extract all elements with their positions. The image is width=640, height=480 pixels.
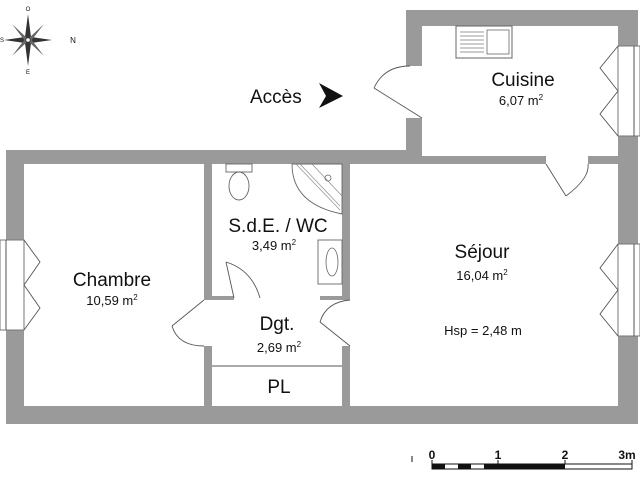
toilet-icon: [225, 163, 253, 173]
windows: [0, 45, 640, 337]
compass-label-north: N: [70, 36, 76, 45]
kitchen-area: 6,07 m2: [499, 93, 544, 108]
hallway-area: 2,69 m2: [257, 340, 302, 355]
ceiling-height: Hsp = 2,48 m: [444, 323, 522, 338]
room-living: Séjour 16,04 m2 Hsp = 2,48 m: [444, 242, 522, 338]
kitchen-name: Cuisine: [491, 70, 554, 91]
kitchen-sink-icon: [455, 25, 513, 59]
bedroom-name: Chambre: [73, 270, 151, 291]
compass-label-east: E: [26, 70, 30, 76]
bathroom-area: 3,49 m2: [252, 238, 297, 253]
scale-tick-3: 3m: [618, 448, 635, 462]
scale-tick-0: 0: [429, 448, 436, 462]
living-area: 16,04 m2: [456, 268, 508, 283]
room-kitchen: Cuisine 6,07 m2: [491, 70, 554, 108]
living-name: Séjour: [455, 242, 511, 263]
access-label: Accès: [250, 87, 302, 108]
fixtures: [225, 25, 513, 285]
doors: [171, 65, 589, 347]
scale-tick-1: 1: [495, 448, 502, 462]
shower-icon: [291, 163, 343, 215]
compass-label-west: O: [26, 7, 31, 13]
walls: [6, 10, 638, 424]
compass-rose: O E S N: [0, 7, 76, 76]
hallway-name: Dgt.: [260, 314, 295, 335]
room-bathroom: S.d.E. / WC 3,49 m2: [228, 216, 327, 253]
compass-label-south: S: [0, 38, 4, 44]
room-closet: PL: [267, 377, 290, 398]
scale-tick-2: 2: [562, 448, 569, 462]
closet-name: PL: [267, 377, 290, 398]
bathroom-name: S.d.E. / WC: [228, 216, 327, 237]
room-hallway: Dgt. 2,69 m2: [257, 314, 302, 355]
scale-bar: 0 1 2 3m: [411, 448, 636, 470]
access-arrow-icon: [319, 83, 343, 108]
room-bedroom: Chambre 10,59 m2: [73, 270, 151, 308]
bedroom-area: 10,59 m2: [86, 293, 138, 308]
